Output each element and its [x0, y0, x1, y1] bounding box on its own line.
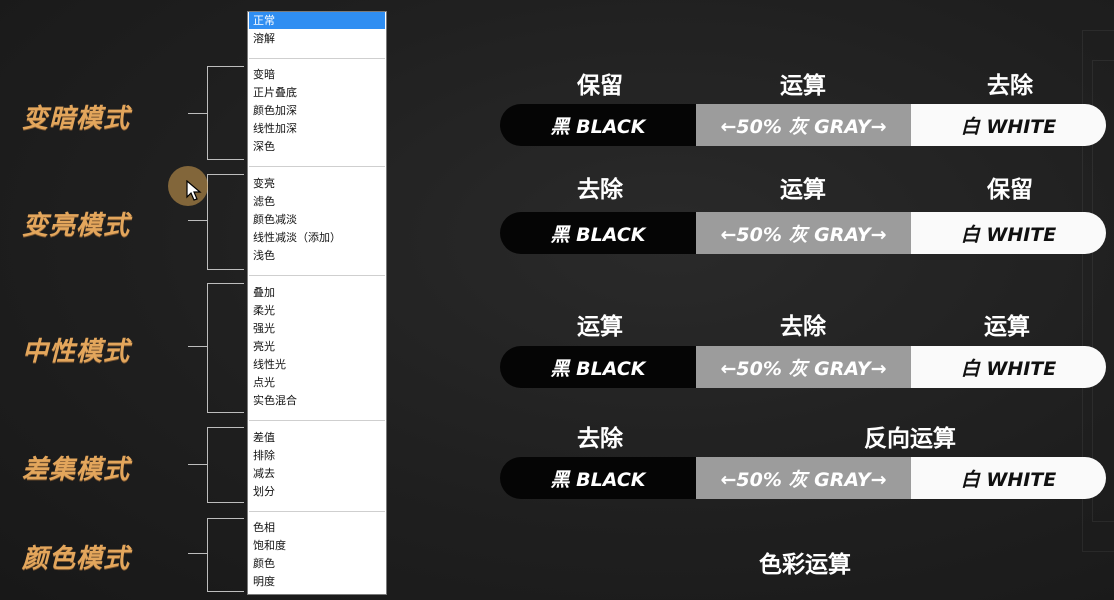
row3-mid-label: 去除	[780, 314, 826, 340]
menu-separator	[249, 58, 385, 59]
blend-mode-option[interactable]: 强光	[253, 322, 275, 335]
gray-segment: ←50% 灰 GRAY→	[696, 457, 911, 499]
bracket	[207, 427, 244, 503]
bracket	[207, 518, 244, 592]
bracket-stem	[188, 346, 208, 347]
category-lighten-modes: 变亮模式	[22, 211, 131, 241]
blend-mode-option[interactable]: 明度	[253, 575, 275, 588]
blend-mode-option[interactable]: 划分	[253, 485, 275, 498]
blend-mode-option[interactable]: 柔光	[253, 304, 275, 317]
row1-left-label: 保留	[577, 73, 623, 99]
blend-scale-bar: 黑 BLACK ←50% 灰 GRAY→ 白 WHITE	[500, 212, 1106, 254]
row2-left-label: 去除	[577, 177, 623, 203]
blend-mode-option[interactable]: 线性加深	[253, 122, 297, 135]
gray-segment: ←50% 灰 GRAY→	[696, 104, 911, 146]
row3-left-label: 运算	[577, 314, 623, 340]
row4-combined-label: 反向运算	[864, 426, 956, 452]
row1-right-label: 去除	[987, 73, 1033, 99]
gray-segment: ←50% 灰 GRAY→	[696, 346, 911, 388]
row1-mid-label: 运算	[780, 73, 826, 99]
bracket	[207, 66, 244, 160]
blend-mode-option[interactable]: 浅色	[253, 249, 275, 262]
category-difference-modes: 差集模式	[22, 455, 131, 485]
white-segment: 白 WHITE	[911, 457, 1106, 499]
menu-separator	[249, 511, 385, 512]
row4-left-label: 去除	[577, 426, 623, 452]
bracket	[207, 174, 244, 270]
blend-scale-bar: 黑 BLACK ←50% 灰 GRAY→ 白 WHITE	[500, 104, 1106, 146]
background-frame	[1092, 60, 1114, 522]
row2-right-label: 保留	[987, 177, 1033, 203]
blend-mode-option[interactable]: 减去	[253, 467, 275, 480]
bracket-stem	[188, 113, 208, 114]
blend-mode-option[interactable]: 点光	[253, 376, 275, 389]
category-color-modes: 颜色模式	[22, 544, 131, 574]
blend-mode-option[interactable]: 颜色加深	[253, 104, 297, 117]
blend-mode-option[interactable]: 正片叠底	[253, 86, 297, 99]
blend-mode-option[interactable]: 饱和度	[253, 539, 286, 552]
blend-mode-option[interactable]: 差值	[253, 431, 275, 444]
white-segment: 白 WHITE	[911, 212, 1106, 254]
blend-mode-option[interactable]: 亮光	[253, 340, 275, 353]
blend-mode-option[interactable]: 线性光	[253, 358, 286, 371]
bracket-stem	[188, 553, 208, 554]
gray-segment: ←50% 灰 GRAY→	[696, 212, 911, 254]
blend-mode-option[interactable]: 排除	[253, 449, 275, 462]
blend-mode-option[interactable]: 实色混合	[253, 394, 297, 407]
blend-mode-option[interactable]: 颜色	[253, 557, 275, 570]
menu-separator	[249, 420, 385, 421]
blend-mode-option[interactable]: 颜色减淡	[253, 213, 297, 226]
mouse-pointer-icon	[186, 180, 202, 201]
black-segment: 黑 BLACK	[500, 346, 696, 388]
blend-mode-option[interactable]: 变暗	[253, 68, 275, 81]
black-segment: 黑 BLACK	[500, 457, 696, 499]
blend-scale-bar: 黑 BLACK ←50% 灰 GRAY→ 白 WHITE	[500, 346, 1106, 388]
blend-mode-option[interactable]: 线性减淡（添加）	[253, 231, 341, 244]
white-segment: 白 WHITE	[911, 346, 1106, 388]
category-darken-modes: 变暗模式	[22, 104, 131, 134]
black-segment: 黑 BLACK	[500, 104, 696, 146]
blend-mode-option-normal[interactable]: 正常	[249, 12, 385, 29]
bracket-stem	[188, 464, 208, 465]
category-neutral-modes: 中性模式	[22, 337, 131, 367]
black-segment: 黑 BLACK	[500, 212, 696, 254]
blend-scale-bar: 黑 BLACK ←50% 灰 GRAY→ 白 WHITE	[500, 457, 1106, 499]
blend-mode-option[interactable]: 滤色	[253, 195, 275, 208]
blend-mode-list[interactable]: 正常 溶解 变暗 正片叠底 颜色加深 线性加深 深色 变亮 滤色 颜色减淡 线性…	[247, 11, 387, 595]
menu-separator	[249, 275, 385, 276]
color-operation-label: 色彩运算	[759, 552, 851, 578]
row2-mid-label: 运算	[780, 177, 826, 203]
row3-right-label: 运算	[984, 314, 1030, 340]
blend-mode-option[interactable]: 叠加	[253, 286, 275, 299]
blend-mode-option[interactable]: 变亮	[253, 177, 275, 190]
white-segment: 白 WHITE	[911, 104, 1106, 146]
menu-separator	[249, 166, 385, 167]
background-frame	[1082, 30, 1114, 552]
blend-mode-option[interactable]: 溶解	[253, 32, 275, 45]
blend-mode-option[interactable]: 深色	[253, 140, 275, 153]
bracket-stem	[188, 220, 208, 221]
blend-mode-option[interactable]: 色相	[253, 521, 275, 534]
bracket	[207, 283, 244, 413]
